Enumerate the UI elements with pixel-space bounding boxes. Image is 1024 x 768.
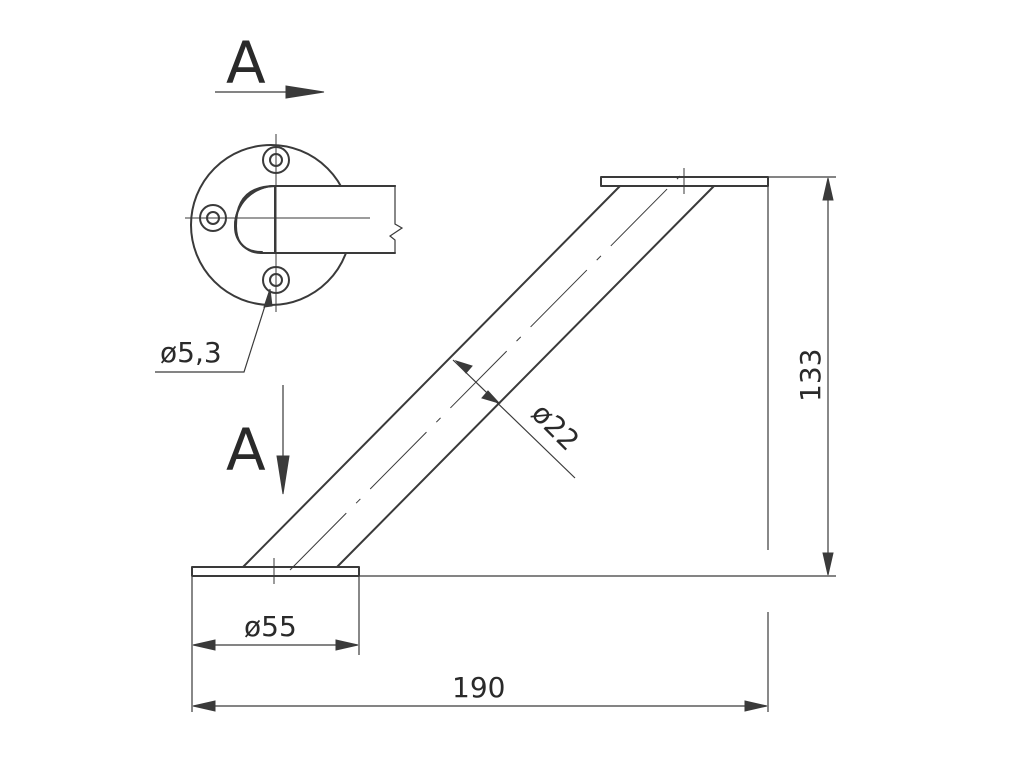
hole-diameter-label: ø5,3 [160, 336, 222, 369]
tube-diameter-dimension: ø22 [452, 359, 586, 479]
tube-centerline [289, 175, 681, 571]
view-a-arrow-head-side [276, 455, 290, 495]
total-length-dimension: 190 [192, 186, 769, 712]
base-diameter-dimension: ø55 [191, 577, 360, 712]
view-a-letter-side: A [226, 416, 266, 484]
bottom-flange-plate [191, 566, 360, 577]
tube-edge-left [242, 185, 621, 568]
tube-break-line [388, 186, 404, 253]
base-diameter-label: ø55 [244, 610, 297, 643]
view-a-arrow-head-top [285, 85, 325, 99]
view-a-label-top: A [215, 29, 325, 99]
total-height-label: 133 [794, 349, 827, 402]
total-height-dimension: 133 [359, 176, 836, 577]
hole-diameter-dimension: ø5,3 [155, 288, 273, 373]
bracket-side-view [191, 168, 769, 584]
screw-hole-top [262, 146, 290, 174]
tube-diameter-label: ø22 [525, 397, 586, 458]
flange-top-view [185, 134, 404, 312]
screw-hole-left [199, 204, 227, 232]
tube-edge-right [336, 185, 715, 568]
view-a-letter-top: A [226, 29, 266, 97]
screw-hole-bottom [262, 266, 290, 294]
total-length-label: 190 [452, 671, 505, 704]
view-a-label-side: A [226, 385, 290, 495]
